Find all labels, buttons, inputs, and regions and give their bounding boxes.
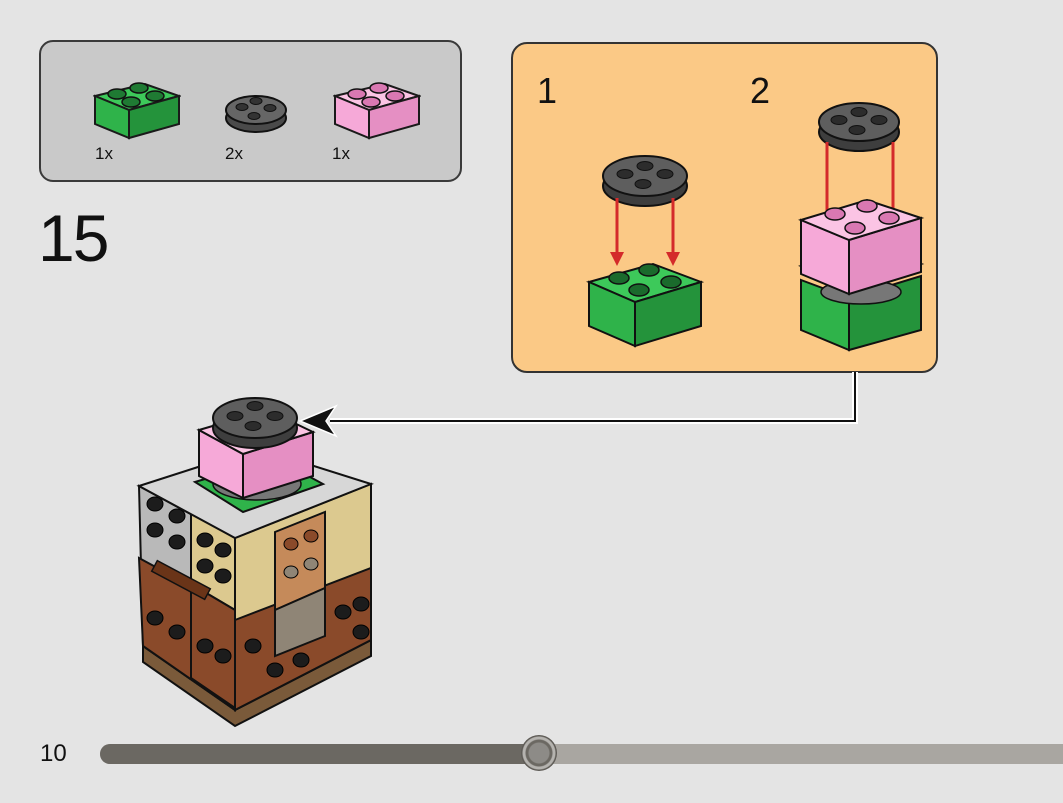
sub-step-1-illustration xyxy=(586,155,705,348)
page-number: 10 xyxy=(40,740,67,767)
sub-step-number: 1 xyxy=(537,70,558,111)
sub-step-number: 2 xyxy=(750,70,771,111)
pink-brick-2x2-icon xyxy=(333,82,421,140)
part-qty: 1x xyxy=(332,144,350,163)
progress-bar[interactable] xyxy=(100,735,1063,771)
green-brick-2x2-icon xyxy=(93,82,181,140)
parts-list: 1x 2x 1x xyxy=(39,40,462,182)
sub-assembly-callout: 1 2 xyxy=(511,42,938,373)
progress-fill xyxy=(100,744,539,764)
part-qty: 1x xyxy=(95,144,113,163)
sub-step-2-illustration xyxy=(798,102,925,352)
model-illustration xyxy=(136,397,374,728)
step-number: 15 xyxy=(38,201,109,275)
progress-knob[interactable] xyxy=(521,735,557,771)
round-plate-icon xyxy=(225,95,287,133)
part-qty: 2x xyxy=(225,144,243,163)
